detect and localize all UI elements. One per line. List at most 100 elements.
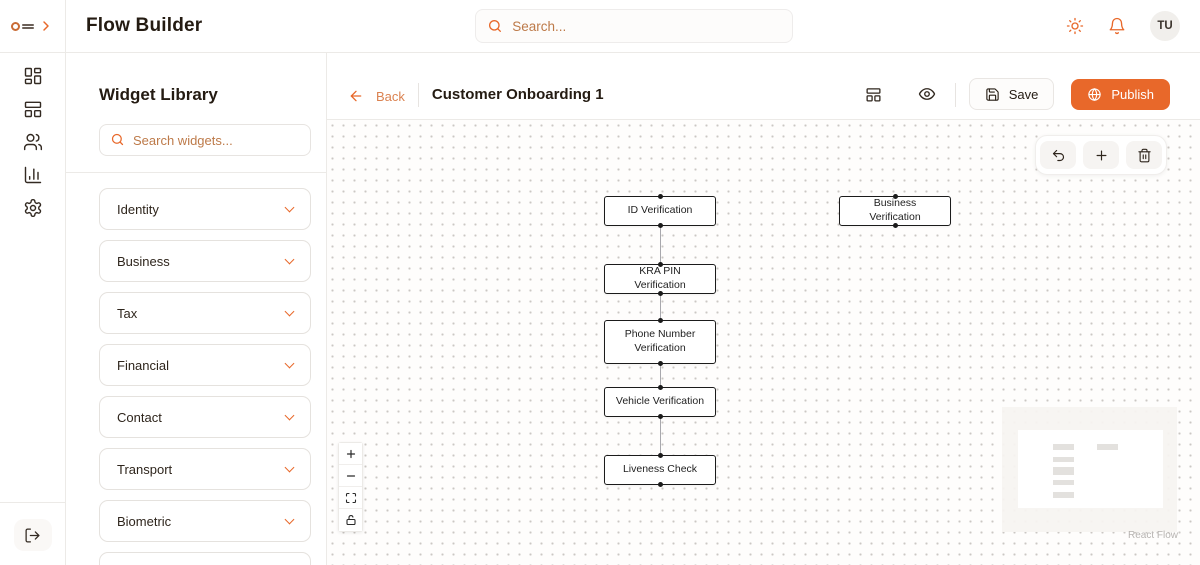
node-handle-top[interactable] [657, 194, 663, 199]
zoom-controls [338, 442, 363, 532]
flow-title: Customer Onboarding 1 [431, 86, 604, 103]
layout-panels-icon[interactable] [859, 80, 888, 109]
flow-node-label: KRA PIN Verification [634, 265, 686, 291]
minimap-node [1053, 492, 1074, 499]
widget-category-label: Tax [117, 305, 138, 321]
widget-category-label: Identity [117, 201, 159, 217]
nav-dashboard-icon[interactable] [16, 66, 50, 86]
chevron-down-icon [284, 514, 295, 524]
undo-icon[interactable] [1040, 141, 1076, 169]
nav-analytics-chart-icon[interactable] [16, 165, 50, 185]
page-title: Flow Builder [86, 15, 203, 36]
minimap-node [1053, 479, 1074, 486]
arrow-left-icon [350, 90, 362, 102]
nav-rail [0, 53, 66, 565]
widget-library-title: Widget Library [99, 85, 218, 104]
global-search [475, 9, 794, 43]
back-button[interactable]: Back [348, 82, 405, 110]
node-handle-bottom[interactable] [892, 223, 898, 228]
minimap[interactable] [1002, 407, 1177, 532]
fit-view-icon[interactable] [339, 487, 362, 509]
node-handle-bottom[interactable] [657, 414, 663, 419]
save-floppy-icon [986, 87, 999, 101]
eye-preview-icon[interactable] [912, 79, 942, 109]
widget-category-contact[interactable]: Contact [99, 396, 311, 438]
nav-users-icon[interactable] [16, 132, 50, 152]
save-label: Save [1008, 86, 1039, 102]
node-handle-bottom[interactable] [657, 361, 663, 366]
chevron-down-icon [284, 202, 295, 212]
widget-search [99, 124, 311, 156]
logo-ring-icon [11, 21, 20, 31]
react-flow-attribution[interactable]: React Flow [1127, 530, 1178, 541]
widget-category-label: Transport [117, 461, 173, 477]
node-handle-top[interactable] [657, 385, 663, 390]
widget-category-identity[interactable]: Identity [99, 188, 311, 230]
node-handle-top[interactable] [657, 318, 663, 323]
publish-button[interactable]: Publish [1071, 79, 1170, 110]
chevron-down-icon [284, 410, 295, 420]
widget-category-biometric[interactable]: Biometric [99, 500, 311, 542]
unlock-icon[interactable] [339, 509, 362, 531]
flow-node[interactable]: Business Verification [839, 194, 951, 228]
nav-settings-gear-icon[interactable] [16, 198, 50, 218]
global-search-input[interactable] [475, 9, 794, 43]
notifications-bell-icon[interactable] [1108, 17, 1126, 35]
widget-category-tax[interactable]: Tax [99, 292, 311, 334]
flow-node-label: Liveness Check [622, 463, 698, 476]
theme-toggle-sun-icon[interactable] [1066, 17, 1084, 35]
node-handle-bottom[interactable] [657, 291, 663, 296]
flow-edge [659, 364, 661, 387]
widget-category-label: Contact [117, 409, 162, 425]
zoom-out-icon[interactable] [339, 465, 362, 487]
back-label: Back [376, 88, 405, 104]
widget-category-business[interactable]: Business [99, 240, 311, 282]
header-main: Flow Builder TU [66, 0, 1200, 52]
logo-wordmark [22, 23, 34, 29]
zoom-in-icon[interactable] [339, 443, 362, 465]
node-handle-bottom[interactable] [657, 223, 663, 228]
delete-trash-icon[interactable] [1126, 141, 1162, 169]
toolbar-divider [417, 83, 419, 107]
widget-category-label: Biometric [117, 513, 172, 529]
minimap-node [1096, 444, 1118, 450]
node-handle-top[interactable] [892, 194, 898, 199]
logout-icon[interactable] [13, 519, 52, 551]
widget-category-financial[interactable]: Financial [99, 344, 311, 386]
canvas-toolbar: Back Customer Onboarding 1 Save [327, 53, 1200, 120]
user-avatar[interactable]: TU [1150, 11, 1180, 41]
node-handle-top[interactable] [657, 262, 663, 267]
flow-node-label: ID Verification [627, 204, 693, 217]
header-actions: TU [1066, 11, 1180, 41]
minimap-node [1053, 456, 1074, 463]
widget-category-label: Business [117, 253, 170, 269]
widget-category-transport[interactable]: Transport [99, 448, 311, 490]
flow-node[interactable]: KRA PIN Verification [604, 262, 716, 296]
add-node-plus-icon[interactable] [1083, 141, 1119, 169]
search-icon [487, 18, 503, 34]
canvas-action-panel [1035, 135, 1167, 175]
widget-search-input[interactable] [99, 124, 311, 156]
nav-flows-layout-icon[interactable] [16, 99, 50, 119]
widget-library-panel: Widget Library IdentityBusinessTaxFinanc… [66, 53, 327, 565]
minimap-viewport [1018, 430, 1163, 508]
flow-node[interactable]: Phone Number Verification [604, 318, 716, 366]
flow-node[interactable]: ID Verification [604, 194, 716, 228]
node-handle-bottom[interactable] [657, 482, 663, 487]
flow-node-label: Phone Number Verification [624, 328, 696, 354]
flow-node[interactable]: Vehicle Verification [604, 385, 716, 419]
logo-zone [0, 0, 66, 52]
sidebar-expand-icon[interactable] [38, 18, 54, 34]
flow-node[interactable]: Liveness Check [604, 453, 716, 487]
widget-category-partial[interactable] [99, 552, 311, 565]
widget-category-label: Financial [117, 357, 170, 373]
chevron-down-icon [284, 254, 295, 264]
publish-label: Publish [1111, 87, 1154, 102]
node-handle-top[interactable] [657, 453, 663, 458]
brand-logo [11, 21, 34, 31]
save-button[interactable]: Save [968, 78, 1055, 110]
flow-node-label: Business Verification [869, 197, 921, 223]
